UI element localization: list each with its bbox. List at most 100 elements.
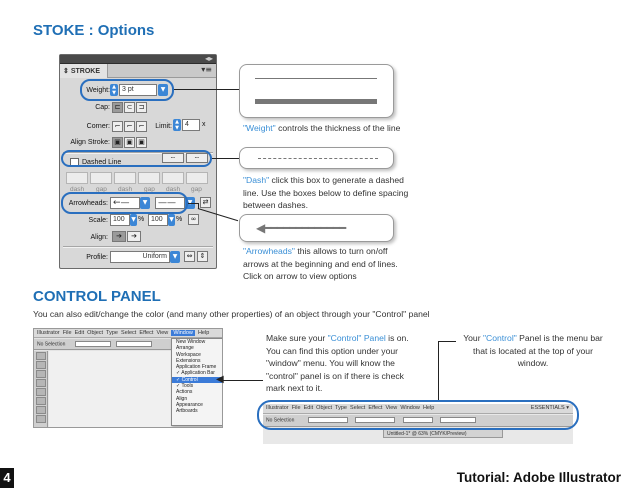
align-inside-icon[interactable]: ▣: [124, 137, 135, 148]
align-outside-icon[interactable]: ▣: [136, 137, 147, 148]
flip-across-icon[interactable]: ⇕: [197, 251, 208, 262]
scale-start-input[interactable]: 100: [110, 214, 130, 226]
profile-dropdown[interactable]: ▼: [170, 251, 180, 263]
tool-icon[interactable]: [36, 388, 46, 396]
menu-item[interactable]: Type: [335, 405, 347, 411]
menu-item[interactable]: Illustrator: [266, 405, 289, 411]
dash-preview-box: [239, 147, 394, 169]
window-menu-item[interactable]: Workspace: [176, 351, 201, 358]
control-field[interactable]: [439, 417, 476, 423]
menu-item[interactable]: Window: [400, 405, 420, 411]
control-bar: No Selection: [263, 415, 573, 427]
tool-icon[interactable]: [36, 415, 46, 423]
dashed-line-sample: [258, 158, 378, 159]
menu-item[interactable]: Help: [422, 405, 435, 411]
dash-preserve-icon[interactable]: ┄: [162, 153, 184, 163]
scale-end-input[interactable]: 100: [148, 214, 168, 226]
window-menu-item[interactable]: Align: [176, 395, 188, 402]
window-menu-item[interactable]: Application Frame: [176, 364, 217, 371]
round-join-icon[interactable]: ⌐: [124, 121, 135, 132]
window-menu-item[interactable]: ✓ Application Bar: [176, 370, 215, 377]
gap-3-field[interactable]: [186, 172, 208, 184]
swap-arrowheads-icon[interactable]: ⇄: [200, 197, 211, 208]
menu-item[interactable]: Help: [197, 330, 210, 336]
control-field[interactable]: [307, 417, 348, 423]
start-arrowhead-select[interactable]: ←—: [110, 197, 140, 209]
tools-panel: [34, 351, 48, 427]
miter-join-icon[interactable]: ⌐: [112, 121, 123, 132]
menu-item[interactable]: Select: [121, 330, 137, 336]
scale-start-dropdown[interactable]: ▼: [130, 214, 137, 226]
round-cap-icon[interactable]: ⊂: [124, 102, 135, 113]
workspace-switcher[interactable]: ESSENTIALS ▾: [530, 405, 569, 411]
control-field[interactable]: [74, 341, 111, 347]
flip-along-icon[interactable]: ⇔: [184, 251, 195, 262]
arrow-tip-extend-icon[interactable]: ➔: [112, 231, 126, 242]
limit-input[interactable]: 4: [182, 119, 200, 131]
tab-stroke[interactable]: ⇕ STROKE: [60, 64, 108, 78]
menu-item[interactable]: File: [291, 405, 301, 411]
menu-item[interactable]: View: [156, 330, 169, 336]
panel-menu-icon[interactable]: ▾≡: [201, 65, 212, 74]
menu-item[interactable]: Object: [316, 405, 333, 411]
document-tab[interactable]: Untitled-1* @ 63% (CMYK/Preview): [383, 429, 503, 438]
weight-input[interactable]: 3 pt: [119, 84, 157, 96]
window-menu-item[interactable]: New Window: [176, 339, 206, 345]
projecting-cap-icon[interactable]: ⊐: [136, 102, 147, 113]
menu-item[interactable]: Effect: [368, 405, 383, 411]
dash-note: "Dash" click this box to generate a dash…: [243, 175, 409, 210]
dash-1-field[interactable]: [66, 172, 88, 184]
tool-icon[interactable]: [36, 352, 46, 360]
weight-dropdown-button[interactable]: ▼: [158, 84, 168, 96]
bevel-join-icon[interactable]: ⌐: [136, 121, 147, 132]
link-scale-icon[interactable]: ∞: [188, 214, 199, 225]
scale-label: Scale:: [88, 217, 108, 224]
tool-icon[interactable]: [36, 397, 46, 405]
gap-2-field[interactable]: [138, 172, 160, 184]
menu-item[interactable]: File: [62, 330, 72, 336]
menu-item[interactable]: Illustrator: [37, 330, 60, 336]
page-number: 4: [0, 468, 14, 488]
butt-cap-icon[interactable]: ⊏: [112, 102, 123, 113]
window-menu-item[interactable]: Actions: [176, 389, 193, 396]
window-menu-item-control[interactable]: ✓ Control: [172, 376, 222, 384]
tool-icon[interactable]: [36, 370, 46, 378]
menu-item[interactable]: Type: [106, 330, 118, 336]
menu-item[interactable]: Select: [350, 405, 366, 411]
menu-item[interactable]: Edit: [303, 405, 314, 411]
menu-item-window[interactable]: Window: [171, 330, 195, 336]
window-menu-item[interactable]: Appearance: [176, 401, 203, 408]
control-field[interactable]: [116, 341, 153, 347]
start-arrowhead-dropdown[interactable]: ▼: [140, 197, 150, 209]
gap-1-field[interactable]: [90, 172, 112, 184]
end-arrowhead-select[interactable]: ——: [155, 197, 185, 209]
control-bar-screenshot: Illustrator File Edit Object Type Select…: [263, 404, 573, 444]
arrow-tip-place-icon[interactable]: ➔: [127, 231, 141, 242]
window-menu-item[interactable]: Arrange: [176, 345, 194, 352]
align-center-icon[interactable]: ▣: [112, 137, 123, 148]
app-menu-bar: Illustrator File Edit Object Type Select…: [34, 329, 222, 338]
dash-3-field[interactable]: [162, 172, 184, 184]
menu-item[interactable]: View: [385, 405, 398, 411]
scale-end-dropdown[interactable]: ▼: [168, 214, 175, 226]
tool-icon[interactable]: [36, 379, 46, 387]
control-field[interactable]: [402, 417, 433, 423]
arrowheads-label: Arrowheads:: [68, 200, 108, 207]
tool-icon[interactable]: [36, 361, 46, 369]
window-menu-item[interactable]: ✓ Tools: [176, 383, 194, 390]
tool-icon[interactable]: [36, 406, 46, 414]
control-field[interactable]: [355, 417, 396, 423]
menu-item[interactable]: Edit: [74, 330, 85, 336]
limit-stepper[interactable]: ▲▼: [173, 119, 181, 131]
profile-select[interactable]: Uniform: [110, 251, 170, 263]
window-menu-item[interactable]: Artboards: [176, 408, 198, 415]
collapse-arrows-icon[interactable]: ◂▸: [204, 54, 213, 63]
menu-item[interactable]: Object: [87, 330, 104, 336]
panel-title-bar[interactable]: ◂▸: [60, 54, 216, 64]
arrow-preview-box: ◀━━━━━━━━━━━━━: [239, 214, 394, 242]
dash-2-field[interactable]: [114, 172, 136, 184]
weight-stepper[interactable]: ▲▼: [110, 84, 118, 96]
menu-item[interactable]: Effect: [139, 330, 154, 336]
control-section-title: CONTROL PANEL: [33, 288, 161, 305]
window-menu-item[interactable]: Extensions: [176, 357, 201, 364]
